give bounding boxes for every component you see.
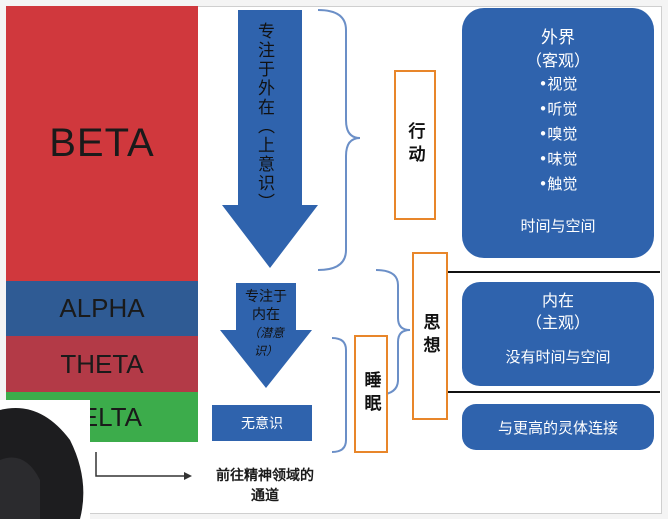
spirit-label: 与更高的灵体连接 [497, 418, 618, 437]
channel-caption-line1: 前往精神领域的 [216, 468, 314, 484]
action-box: 行动 [394, 70, 436, 220]
external-world-box: 外界 （客观） •视觉 •听觉 •嗅觉 •味觉 •触觉 时间与空间 [462, 8, 654, 258]
sleep-box: 睡眠 [354, 335, 388, 453]
thought-box: 思想 [412, 252, 448, 420]
band-theta-label: THETA [60, 348, 144, 379]
internal-footer: 没有时间与空间 [505, 348, 611, 366]
thought-bracket [375, 269, 411, 396]
focus-internal-line1: 专注于 [245, 289, 287, 305]
spirit-connection-box: 与更高的灵体连接 [462, 404, 654, 450]
unconscious-label: 无意识 [241, 416, 283, 432]
channel-caption-line2: 通道 [251, 488, 279, 504]
sense-hearing: •听觉 [538, 100, 578, 118]
big-down-arrow [222, 10, 318, 268]
band-beta-label: BETA [49, 121, 155, 165]
channel-arrow-head [184, 472, 192, 480]
internal-box: 内在 （主观） 没有时间与空间 [462, 282, 654, 386]
band-alpha: ALPHA [6, 281, 198, 336]
channel-arrow [95, 452, 184, 477]
sense-touch: •触觉 [538, 175, 578, 193]
sleep-bracket [331, 337, 347, 453]
sense-sight: •视觉 [538, 75, 578, 93]
external-subtitle: （客观） [525, 51, 590, 70]
unconscious-box: 无意识 [212, 405, 312, 441]
internal-title: 内在 [541, 291, 574, 310]
focus-internal-label: 专注于 内在 （潜意 识） [226, 288, 306, 360]
band-theta: THETA [6, 336, 198, 392]
band-alpha-label: ALPHA [59, 293, 145, 323]
presenter-photo [0, 400, 90, 519]
external-title: 外界 [541, 28, 575, 48]
sleep-label: 睡眠 [360, 371, 381, 417]
focus-internal-line4: 识） [253, 344, 278, 358]
thought-label: 思想 [419, 313, 440, 359]
focus-external-label: 专注于外在（上意识） [254, 22, 274, 212]
small-down-arrow [220, 283, 312, 388]
external-footer: 时间与空间 [520, 217, 596, 235]
action-bracket [317, 9, 361, 271]
internal-subtitle: （主观） [525, 313, 590, 332]
channel-caption: 前往精神领域的 通道 [190, 466, 340, 506]
sense-smell: •嗅觉 [538, 125, 578, 143]
focus-internal-line3: （潜意 [247, 326, 284, 340]
band-beta: BETA [6, 6, 198, 281]
sense-taste: •味觉 [538, 150, 578, 168]
action-label: 行动 [404, 122, 425, 168]
focus-internal-line2: 内在 [252, 307, 280, 323]
external-senses-list: •视觉 •听觉 •嗅觉 •味觉 •触觉 [462, 72, 654, 197]
